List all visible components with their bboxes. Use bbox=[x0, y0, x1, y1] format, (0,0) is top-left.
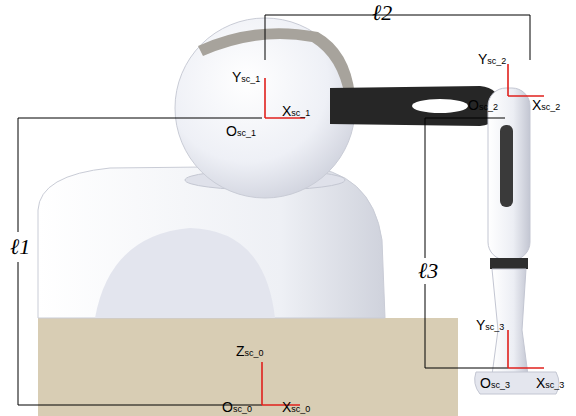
arm-hole bbox=[412, 99, 468, 113]
frame-label: Osc_0 bbox=[222, 400, 252, 414]
head-band bbox=[198, 28, 355, 97]
wrist-band bbox=[490, 258, 528, 269]
dimension-label: ℓ3 bbox=[418, 260, 438, 282]
frame-label: Xsc_3 bbox=[536, 376, 564, 390]
forearm-slot bbox=[500, 125, 513, 207]
dimension-label: ℓ1 bbox=[10, 236, 30, 258]
frame-label: Osc_2 bbox=[468, 98, 498, 112]
arm-link bbox=[330, 86, 500, 126]
frame-label: Osc_3 bbox=[480, 376, 510, 390]
coordinate-axes bbox=[262, 64, 544, 405]
body bbox=[38, 166, 385, 318]
frame-label: Ysc_2 bbox=[478, 52, 506, 66]
frame-label: Ysc_1 bbox=[232, 70, 260, 84]
frame-label: Xsc_0 bbox=[282, 400, 310, 414]
frame-label: Zsc_0 bbox=[236, 344, 264, 358]
frame-label: Ysc_3 bbox=[476, 318, 504, 332]
dimension-lines bbox=[18, 15, 530, 405]
frame-label: Xsc_2 bbox=[532, 98, 560, 112]
body-panel bbox=[95, 228, 275, 318]
frame-label: Xsc_1 bbox=[282, 104, 310, 118]
forearm bbox=[488, 88, 530, 260]
base bbox=[38, 318, 458, 416]
dimension-label: ℓ2 bbox=[372, 2, 392, 24]
frame-label: Osc_1 bbox=[226, 124, 256, 138]
